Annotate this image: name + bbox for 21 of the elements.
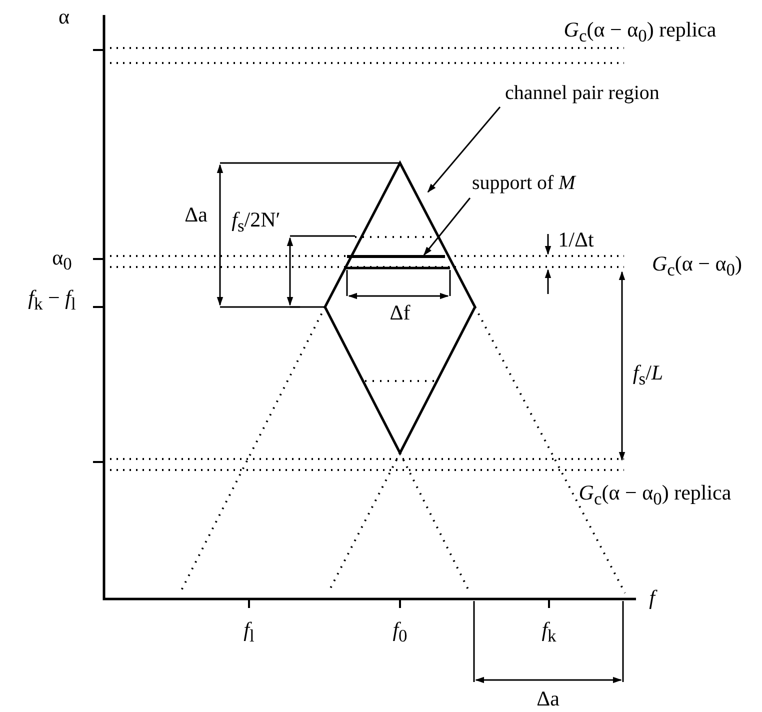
- dimension-label: Δa: [184, 203, 208, 227]
- tick-label: f$_{0}$: [392, 618, 408, 646]
- dimension-label: Δf: [390, 301, 410, 325]
- tick-label: α$_{0}$: [52, 246, 72, 274]
- leader-line: [423, 198, 471, 256]
- band-label: G$_{c}$(α − α$_{0}$): [652, 252, 742, 280]
- axis-label: f: [649, 586, 655, 610]
- band-label: G$_{c}$(α − α$_{0}$) replica: [564, 18, 716, 46]
- support-line: [347, 255, 445, 258]
- tick-label: f$_{k}$ − f$_{l}$: [28, 286, 76, 314]
- dimension-label: 1/Δt: [558, 228, 594, 252]
- leader-line: [427, 106, 501, 193]
- tick-label: f$_{l}$: [244, 618, 254, 646]
- callout-text: support of M: [472, 172, 608, 198]
- axis-label: α: [58, 5, 70, 29]
- tick-label: f$_{k}$: [542, 618, 556, 646]
- band-label: G$_{c}$(α − α$_{0}$) replica: [578, 481, 732, 509]
- dimension-label: f$_{s}$/2N′: [232, 208, 280, 236]
- dimension-label: Δa: [536, 687, 560, 711]
- dimension-label: f$_{s}$/L: [632, 361, 664, 389]
- callout-text: channel pair region: [505, 82, 695, 108]
